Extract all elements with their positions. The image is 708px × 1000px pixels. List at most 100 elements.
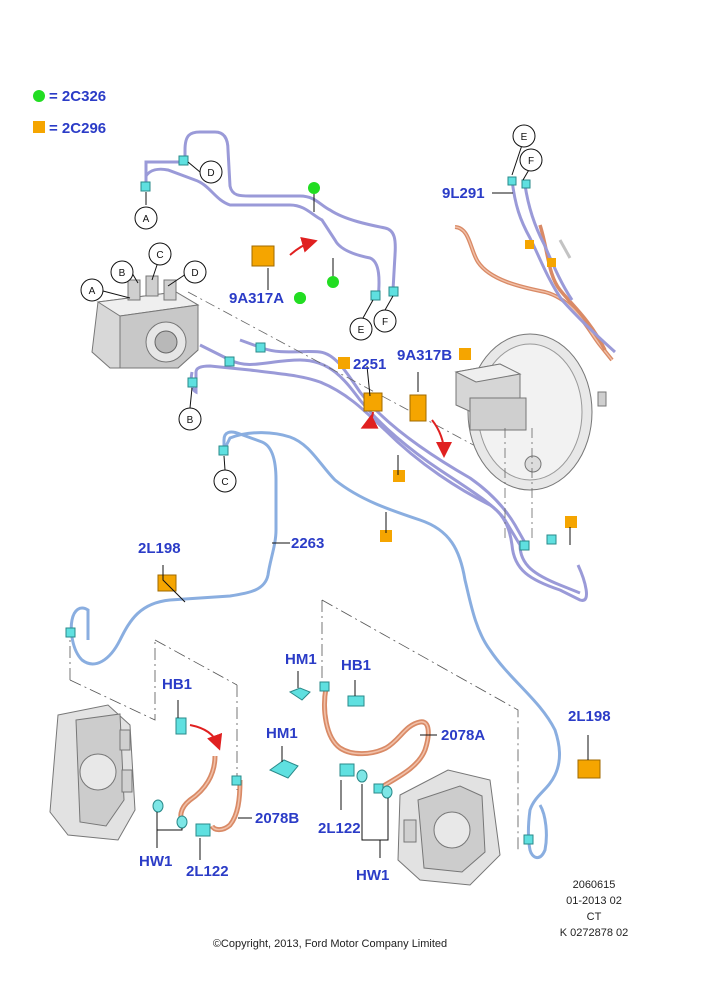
label-9a317a: 9A317A: [229, 290, 284, 307]
orange-marker: [565, 516, 577, 528]
hose-bracket-icon: [268, 759, 299, 779]
clips: [152, 237, 601, 837]
leader-lines: [102, 161, 589, 860]
callout-D-top: D: [199, 160, 223, 184]
orange-marker: [393, 470, 405, 482]
label-hm1-left: HM1: [285, 651, 317, 668]
fitting-icon: [507, 176, 517, 186]
svg-text:E: E: [358, 325, 365, 336]
label-2l122-left: 2L122: [186, 863, 229, 880]
svg-text:C: C: [221, 477, 228, 488]
fitting-icon: [65, 627, 76, 638]
brake-booster: [454, 333, 607, 540]
label-hb1-left: HB1: [162, 676, 192, 693]
reference-block: 2060615 01-2013 02 CT K 0272878 02: [560, 879, 629, 939]
fitting-icon: [187, 377, 198, 388]
svg-text:A: A: [89, 286, 96, 297]
label-9a317b: 9A317B: [397, 347, 452, 364]
dash-dot-lines: [69, 599, 519, 850]
washer-icon: [152, 799, 164, 813]
fitting-icon: [319, 681, 330, 692]
front-right-caliper: [397, 769, 501, 886]
bracket-icon: [577, 759, 601, 779]
fitting-icon: [224, 356, 235, 367]
fitting-icon: [140, 181, 151, 192]
svg-text:C: C: [156, 250, 163, 261]
callout-C-low: C: [213, 469, 237, 493]
ref-line-1: 2060615: [573, 879, 616, 891]
callout-B-hcu: B: [110, 260, 134, 284]
green-marker: [294, 292, 306, 304]
ref-line-3: CT: [587, 911, 602, 923]
fitting-icon: [370, 290, 381, 301]
front-left-caliper: [49, 704, 136, 841]
label-hw1-left: HW1: [139, 853, 172, 870]
fitting-icon: [218, 445, 229, 456]
callout-E-rear: E: [512, 124, 536, 148]
ref-line-2: 01-2013 02: [566, 895, 622, 907]
fitting-icon: [523, 834, 534, 845]
washer-icon: [381, 785, 393, 799]
legend-green-dot: [33, 90, 45, 102]
hose-bracket-icon: [288, 687, 311, 701]
callout-F-mid: F: [373, 309, 397, 333]
bolt-icon: [347, 695, 365, 707]
upper-purple-pipes: [144, 130, 397, 301]
svg-text:A: A: [143, 214, 150, 225]
legend-orange-square: [33, 121, 45, 133]
washer-icon: [176, 815, 188, 829]
label-2078a: 2078A: [441, 727, 485, 744]
svg-text:F: F: [528, 156, 534, 167]
clip-icon: [251, 245, 275, 267]
callout-A-top: A: [134, 206, 158, 230]
orange-marker: [459, 348, 471, 360]
fitting-icon: [546, 534, 557, 545]
fitting-icon: [255, 342, 266, 353]
label-9l291: 9L291: [442, 185, 485, 202]
svg-text:D: D: [207, 168, 214, 179]
fitting-icon: [519, 540, 530, 551]
label-2l122-right: 2L122: [318, 820, 361, 837]
bolt-icon: [339, 763, 355, 777]
clip-icon: [363, 392, 383, 412]
callout-A-hcu: A: [80, 278, 104, 302]
fitting-icon: [178, 155, 189, 166]
legend: = 2C326 = 2C296: [33, 88, 106, 137]
green-marker: [308, 182, 320, 194]
label-2l198-left: 2L198: [138, 540, 181, 557]
clip-icon: [409, 394, 427, 422]
fitting-icon: [521, 179, 531, 189]
rear-pipe-section: [454, 144, 617, 362]
brake-hoses: [178, 687, 431, 833]
orange-marker: [380, 530, 392, 542]
fitting-icon: [388, 286, 399, 297]
label-hb1-right: HB1: [341, 657, 371, 674]
svg-text:F: F: [382, 317, 388, 328]
svg-text:B: B: [187, 415, 194, 426]
ref-line-4: K 0272878 02: [560, 927, 629, 939]
green-marker: [327, 276, 339, 288]
label-2263: 2263: [291, 535, 324, 552]
orange-marker: [338, 357, 350, 369]
callout-B-low: B: [178, 407, 202, 431]
callout-C-hcu: C: [148, 242, 172, 266]
fittings: [65, 155, 557, 845]
callout-F-rear: F: [519, 148, 543, 172]
hydraulic-control-unit: [91, 275, 521, 471]
svg-text:B: B: [119, 268, 126, 279]
legend-orange-text: = 2C296: [49, 120, 106, 137]
copyright: ©Copyright, 2013, Ford Motor Company Lim…: [213, 938, 447, 950]
callout-D-hcu: D: [183, 260, 207, 284]
washer-icon: [356, 769, 368, 783]
bracket-icon: [157, 574, 177, 592]
bolt-icon: [195, 823, 211, 837]
label-2078b: 2078B: [255, 810, 299, 827]
label-hm1-right: HM1: [266, 725, 298, 742]
fitting-icon: [231, 775, 242, 786]
label-hw1-right: HW1: [356, 867, 389, 884]
bolt-icon: [175, 717, 187, 735]
svg-text:D: D: [191, 268, 198, 279]
svg-text:E: E: [521, 132, 528, 143]
label-2251: 2251: [353, 356, 386, 373]
